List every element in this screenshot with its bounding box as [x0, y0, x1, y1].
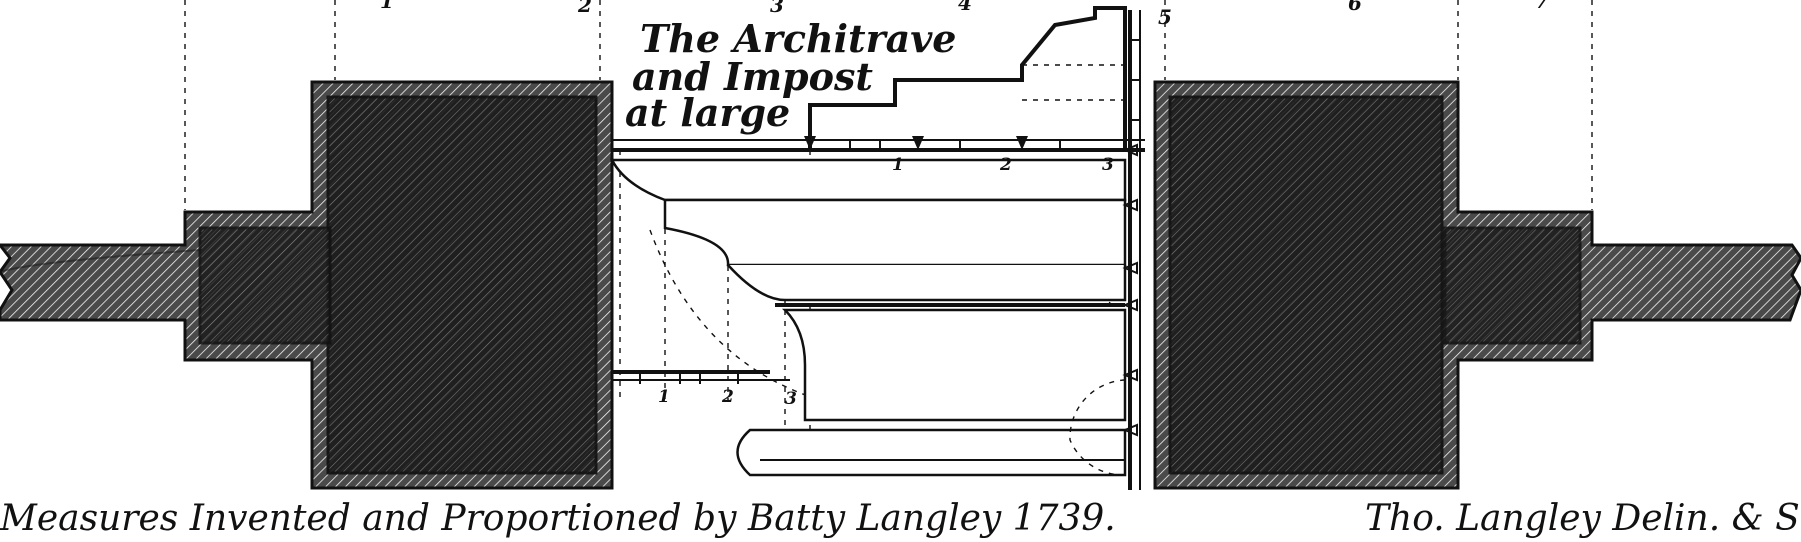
left-wall-section — [0, 80, 614, 490]
top-number: 1 — [380, 0, 394, 13]
impost-member-numbers: 1 2 3 — [658, 387, 797, 409]
fascia-number: 3 — [1102, 155, 1114, 175]
top-number: 5 — [1158, 5, 1172, 29]
impost-number: 2 — [721, 387, 734, 407]
impost-number: 1 — [658, 387, 670, 407]
title-line-2: and Impost — [632, 54, 873, 99]
fascia-number: 1 — [892, 155, 904, 175]
top-number: 6 — [1348, 0, 1362, 15]
caption-engraver: Tho. Langley Delin. & Sc. — [1365, 498, 1801, 539]
title-line-1: The Architrave — [640, 16, 956, 61]
top-number: 4 — [958, 0, 972, 15]
caption-author: Measures Invented and Proportioned by Ba… — [0, 498, 1116, 539]
impost-number: 3 — [785, 389, 797, 409]
top-number: 7 — [1535, 0, 1549, 13]
fascia-number: 2 — [999, 155, 1012, 175]
architrave-fascia-numbers: 1 2 3 — [892, 155, 1114, 175]
title-line-3: at large — [625, 90, 790, 135]
architrave-impost-profile — [609, 6, 1145, 490]
top-number: 3 — [770, 0, 784, 17]
top-number: 2 — [577, 0, 592, 17]
right-wall-section — [1153, 80, 1801, 490]
diagram-title: The Architrave and Impost at large — [625, 16, 956, 135]
top-reference-numbers: 1 2 3 4 5 6 7 — [380, 0, 1549, 29]
